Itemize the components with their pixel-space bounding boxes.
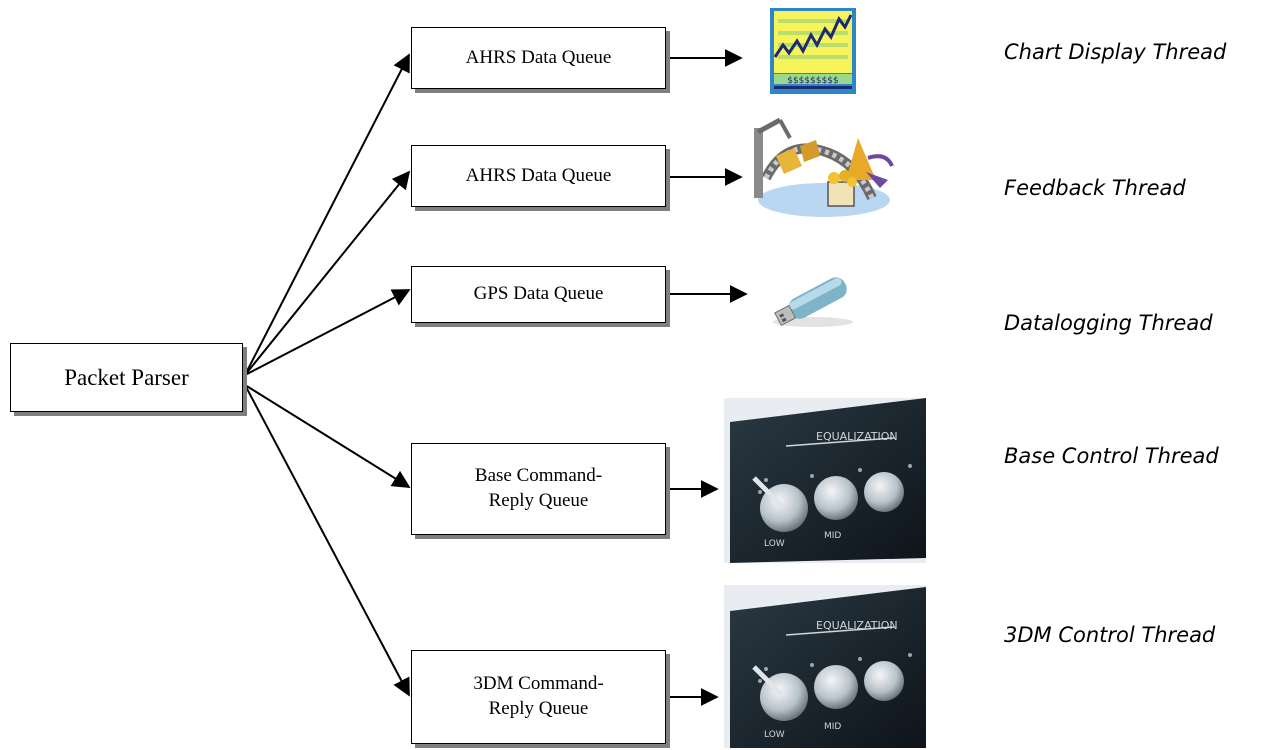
arrow-parser-to-ahrs-queue-2: [244, 170, 411, 376]
equalizer-knobs-icon: EQUALIZATION LOW MID: [724, 585, 926, 748]
usb-drive-icon: [773, 277, 853, 327]
arrow-parser-to-3dm-queue: [244, 384, 410, 697]
svg-text:LOW: LOW: [764, 730, 785, 740]
queue-label: AHRS Data Queue: [465, 46, 612, 68]
packet-parser-label: Packet Parser: [64, 364, 189, 390]
thread-label-feedback: Feedback Thread: [1004, 176, 1186, 200]
queue-box-3dm-command-reply: 3DM Command- Reply Queue: [411, 650, 666, 744]
queue-box-base-command-reply: Base Command- Reply Queue: [411, 443, 666, 535]
packet-parser-box: Packet Parser: [10, 343, 243, 412]
queue-box-gps: GPS Data Queue: [411, 266, 666, 323]
arrow-parser-to-base-queue: [244, 384, 411, 488]
svg-text:LOW: LOW: [764, 539, 785, 549]
equalizer-knobs-icon: EQUALIZATION LOW MID: [724, 398, 926, 563]
svg-text:MID: MID: [824, 722, 841, 732]
queue-box-ahrs-1: AHRS Data Queue: [411, 27, 666, 89]
queue-label: GPS Data Queue: [473, 283, 604, 305]
queue-box-ahrs-2: AHRS Data Queue: [411, 145, 666, 207]
thread-label-base-control: Base Control Thread: [1004, 444, 1219, 468]
queue-label: 3DM Command- Reply Queue: [473, 673, 604, 719]
svg-text:MID: MID: [824, 531, 841, 541]
factory-robot-icon: [754, 118, 894, 217]
thread-label-datalogging: Datalogging Thread: [1004, 311, 1213, 335]
arrow-parser-to-ahrs-queue-1: [244, 53, 410, 376]
queue-label: Base Command- Reply Queue: [474, 465, 603, 511]
thread-label-3dm-control: 3DM Control Thread: [1004, 623, 1216, 647]
queue-label: AHRS Data Queue: [465, 164, 612, 186]
stock-chart-icon: $$$$$$$$$: [770, 8, 856, 94]
svg-text:$$$$$$$$$: $$$$$$$$$: [787, 76, 839, 86]
arrow-parser-to-gps-queue: [244, 289, 411, 376]
thread-label-chart-display: Chart Display Thread: [1004, 40, 1227, 64]
